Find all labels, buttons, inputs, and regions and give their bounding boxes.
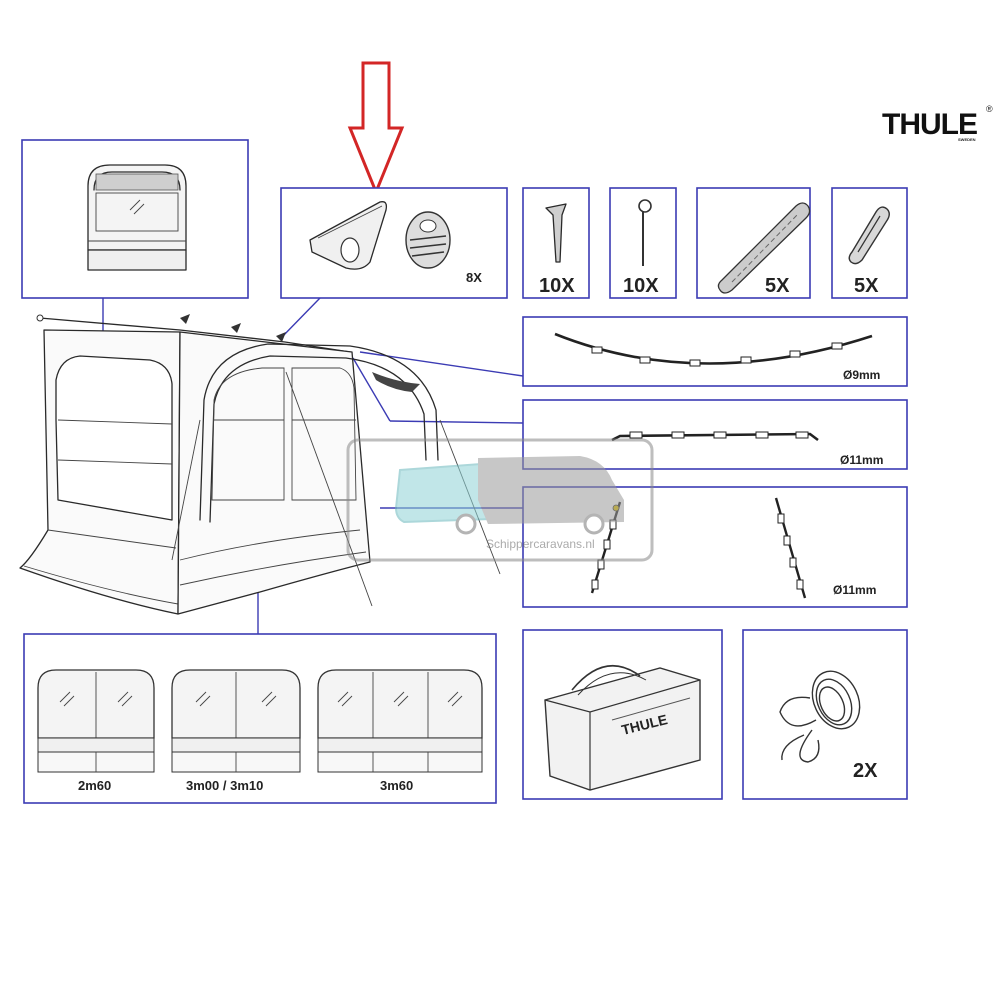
- rope-box: 2X: [742, 629, 908, 800]
- strap-qty: 5X: [765, 275, 790, 297]
- door-panel-icon: [87, 164, 187, 271]
- brand-sub: SWEDEN: [958, 137, 976, 142]
- strap-box: 5X: [696, 187, 811, 299]
- carry-bag-icon: THULE: [544, 664, 701, 791]
- elastic-ring-icon: [848, 206, 890, 265]
- red-arrow-icon: [347, 61, 405, 196]
- hook-peg-icon: [638, 199, 652, 266]
- peg-qty: 10X: [539, 275, 575, 297]
- pole-11mm-label-a: Ø11mm: [840, 453, 883, 467]
- pole-9mm-label: Ø9mm: [843, 368, 880, 382]
- panel-3m60-icon: [317, 669, 483, 773]
- pad-clip-box: 8X: [280, 187, 508, 299]
- peg-box: 10X: [522, 187, 590, 299]
- strap-icon: [717, 202, 811, 294]
- brand-name: THULE: [882, 108, 977, 141]
- panel-2m60-icon: [37, 669, 155, 773]
- front-panels-box: 2m60 3m00 / 3m10 3m60: [23, 633, 497, 804]
- pad-clip-qty: 8X: [466, 270, 482, 285]
- door-panel-box: [21, 139, 249, 299]
- thule-logo: THULE ® SWEDEN: [882, 104, 993, 142]
- hook-peg-qty: 10X: [623, 275, 659, 297]
- rope-qty: 2X: [853, 760, 878, 782]
- pole-11mm-label-b: Ø11mm: [833, 583, 876, 597]
- tent-peg-icon: [545, 203, 567, 263]
- panel-size-3m00: 3m00 / 3m10: [186, 778, 263, 793]
- panel-size-3m60: 3m60: [380, 778, 413, 793]
- awning-drawing: [19, 314, 501, 615]
- pole-11mm-box: Ø11mm: [522, 399, 908, 470]
- brand-mark: ®: [986, 104, 993, 114]
- ring-qty: 5X: [854, 275, 879, 297]
- clip-icon: [405, 211, 451, 269]
- panel-size-2m60: 2m60: [78, 778, 111, 793]
- bag-box: THULE: [522, 629, 723, 800]
- pole-9mm-box: Ø9mm: [522, 316, 908, 387]
- watermark: Schippercaravans.nl: [346, 438, 654, 562]
- hook-peg-box: 10X: [609, 187, 677, 299]
- camper-watermark-icon: [478, 456, 624, 524]
- guy-rope-icon: [779, 670, 861, 763]
- ring-box: 5X: [831, 187, 908, 299]
- pole-pad-icon: [309, 201, 388, 270]
- watermark-text: Schippercaravans.nl: [486, 537, 595, 551]
- upright-pole-right-icon: [774, 497, 807, 599]
- panel-3m00-icon: [171, 669, 301, 773]
